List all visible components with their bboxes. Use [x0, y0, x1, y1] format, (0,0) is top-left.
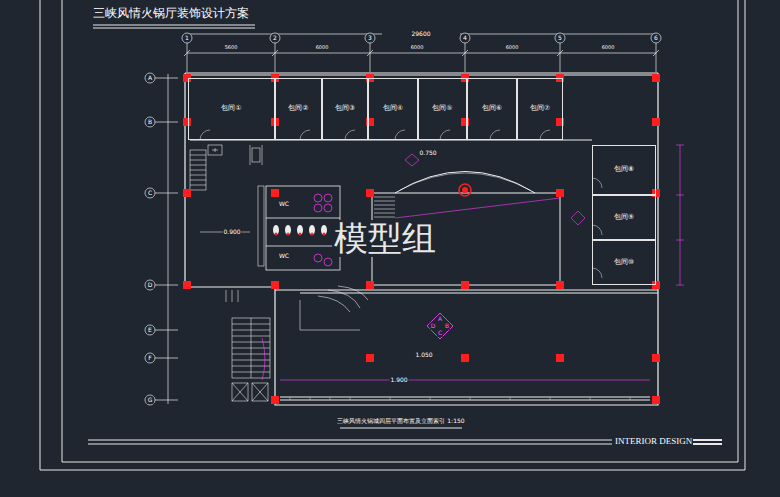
dimension: 6000	[601, 45, 616, 51]
room-name: 包间③	[335, 105, 355, 113]
private-room: 包间⑦	[517, 78, 563, 140]
axis-number: 2	[272, 35, 278, 42]
axis-number: 6	[653, 35, 659, 42]
axis-letter: A	[147, 75, 153, 82]
axis-letter: C	[147, 190, 153, 197]
axis-letter: F	[147, 355, 152, 362]
private-room: 包间②	[275, 78, 322, 140]
dimension: 6000	[315, 45, 330, 51]
axis-number: 4	[462, 35, 468, 42]
elevation-mark: 1.050	[414, 352, 433, 359]
axis-number: 1	[184, 35, 190, 42]
room-tag: WC	[278, 201, 290, 208]
private-room: 包间⑤	[418, 78, 467, 140]
private-room: 包间④	[368, 78, 418, 140]
private-room: 包间③	[322, 78, 368, 140]
dimension: 6000	[410, 45, 425, 51]
private-room: 包间⑥	[467, 78, 517, 140]
dimension: 6000	[505, 45, 520, 51]
room-name: 包间④	[383, 105, 403, 113]
watermark: 模型组	[332, 220, 438, 257]
axis-letter: D	[147, 282, 154, 289]
room-name: 包间⑥	[482, 105, 502, 113]
drawing-title: 三峡风情火锅厅装饰设计方案	[93, 7, 249, 20]
index-letter: D	[430, 323, 437, 330]
room-name: 包间⑨	[614, 214, 634, 222]
room-name: 包间⑧	[614, 166, 634, 174]
title-block-text: INTERIOR DESIGN	[614, 437, 693, 447]
index-letter: C	[437, 330, 443, 337]
room-name: 包间⑩	[614, 259, 634, 267]
elevation-mark: 0.750	[418, 150, 437, 157]
axis-letter: G	[147, 397, 154, 404]
private-room: 包间①	[188, 78, 275, 140]
room-name: 包间①	[221, 105, 241, 113]
axis-letter: E	[147, 327, 153, 334]
axis-letter: B	[147, 119, 153, 126]
private-room: 包间⑩	[592, 240, 656, 285]
elevation-mark: 0.900	[222, 229, 241, 236]
axis-number: 5	[557, 35, 563, 42]
room-name: 包间⑤	[432, 105, 452, 113]
dimension: 29600	[410, 31, 431, 38]
private-room: 包间⑧	[592, 145, 656, 195]
private-room: 包间⑨	[592, 195, 656, 240]
drawing-caption: 三峡风情火锅城四层平面布置及立面索引 1:150	[336, 418, 465, 425]
room-tag: WC	[278, 253, 290, 260]
room-name: 包间⑦	[530, 105, 550, 113]
index-letter: B	[444, 323, 450, 330]
dimension: 5600	[224, 45, 239, 51]
index-letter: A	[437, 316, 443, 323]
elevation-mark: 1.900	[389, 377, 408, 384]
room-name: 包间②	[288, 105, 308, 113]
axis-number: 3	[367, 35, 373, 42]
